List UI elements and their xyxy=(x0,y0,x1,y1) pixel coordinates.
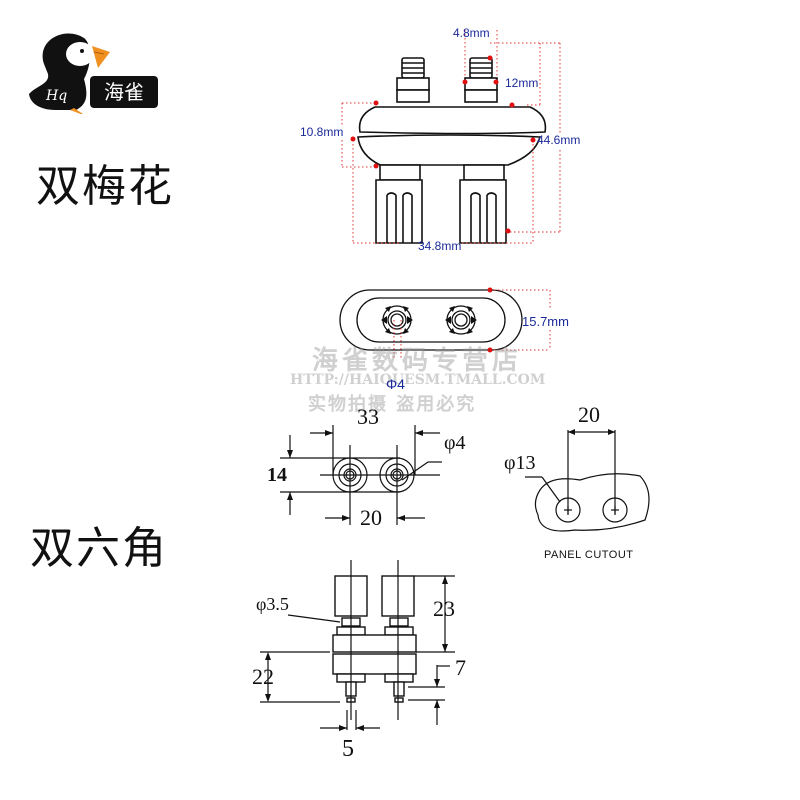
dim-pin-phi3-5: φ3.5 xyxy=(256,594,289,614)
dim-body-height: 15.7mm xyxy=(522,314,569,329)
brand-name-badge: 海雀 xyxy=(90,76,158,108)
side-dims-diagram xyxy=(260,560,455,731)
panel-cutout-diagram xyxy=(525,429,650,532)
dim-height-14: 14 xyxy=(267,464,287,486)
body-lower xyxy=(357,134,542,166)
cutout-spacing-20: 20 xyxy=(578,402,600,427)
watermark-notice: 实物拍摄 盗用必究 xyxy=(308,394,477,415)
dim-pin-height: 12mm xyxy=(505,76,539,90)
section-title-double-hex: 双六角 xyxy=(30,523,168,574)
crown-right xyxy=(463,164,505,181)
svg-text:Hq: Hq xyxy=(45,88,67,104)
collar-left xyxy=(396,77,430,91)
side-view-diagram xyxy=(341,30,561,244)
dim-bottom-height-22: 22 xyxy=(252,664,274,689)
dim-hole-diameter: Φ4 xyxy=(386,376,405,392)
outer-oval xyxy=(339,289,523,351)
watermark-store: 海雀数码专营店 xyxy=(312,346,523,376)
crown-left xyxy=(379,164,421,181)
panel-outline xyxy=(534,473,650,532)
dim-pin-width-5: 5 xyxy=(342,736,354,762)
dim-spacing-20: 20 xyxy=(360,505,382,530)
puffin-icon: Hq xyxy=(29,33,110,116)
body-top xyxy=(332,634,417,653)
dim-body-thickness: 10.8mm xyxy=(300,125,344,139)
measure-markers xyxy=(350,55,536,234)
dim-hole-phi4: φ4 xyxy=(444,432,466,454)
dim-total-width: 34.8mm xyxy=(418,239,462,253)
watermark-url: HTTP://HAIQUESM.TMALL.COM xyxy=(290,372,546,388)
panel-cutout-label: PANEL CUTOUT xyxy=(544,549,634,561)
body-bottom xyxy=(332,653,417,675)
top-view-diagram xyxy=(339,287,551,360)
dim-outer-width: 33 xyxy=(357,404,379,429)
section-title-double-plum: 双梅花 xyxy=(36,161,174,212)
dim-top-height-23: 23 xyxy=(433,596,455,621)
dim-thread-7: 7 xyxy=(455,655,466,680)
brand-logo: Hq xyxy=(26,24,166,116)
collar-right xyxy=(464,77,498,91)
inner-oval xyxy=(356,297,506,343)
body-upper xyxy=(358,106,547,135)
cutout-hole-phi13: φ13 xyxy=(504,452,536,474)
dim-total-height: 44.6mm xyxy=(537,133,581,147)
front-dims-diagram xyxy=(280,425,442,525)
dim-pin-diameter: 4.8mm xyxy=(453,26,490,40)
